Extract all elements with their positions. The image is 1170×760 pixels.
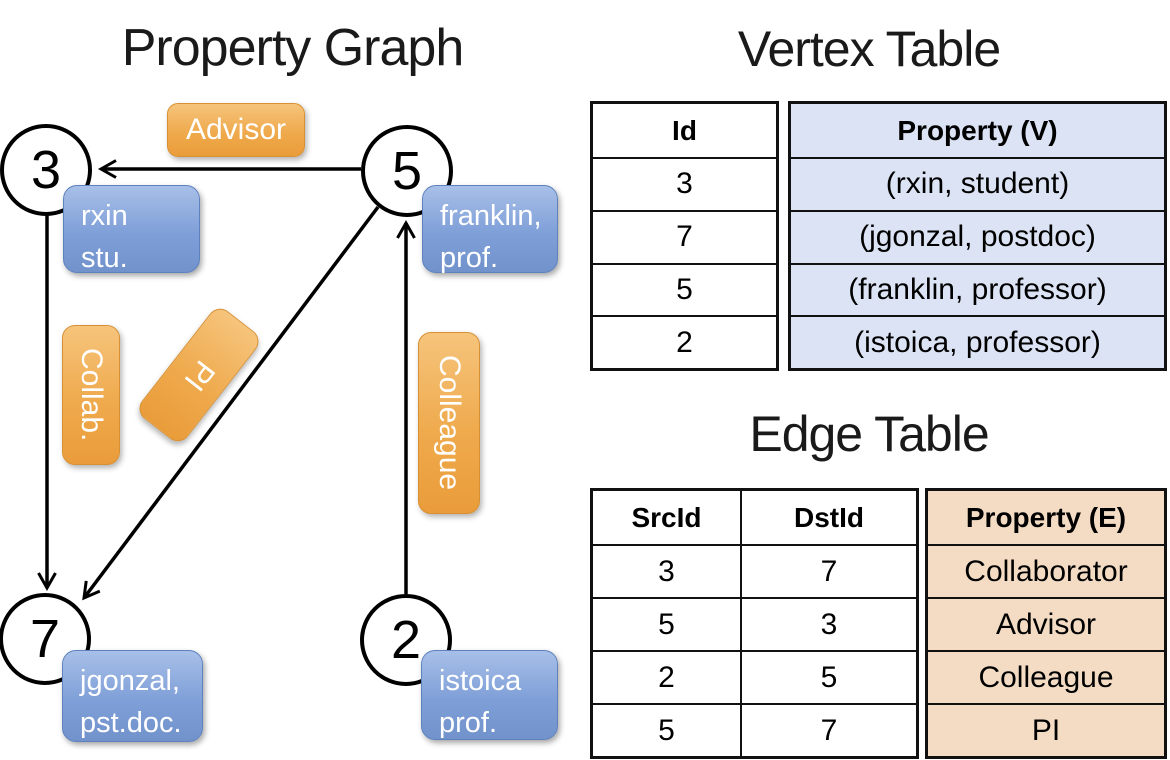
edge-table-srcid-header: SrcId — [593, 491, 742, 544]
vertex-table-property-header: Property (V) — [897, 114, 1058, 146]
graph-edges-canvas — [37, 159, 416, 601]
edge-table-src-cell: 2 — [593, 650, 742, 703]
vertex-table-title: Vertex Table — [737, 21, 1001, 77]
vertex-box-line1: jgonzal, — [80, 665, 180, 697]
edge-table-dst-cell: 3 — [742, 597, 916, 650]
vertex-box-line2: prof. — [439, 707, 498, 740]
graph-node-2: 2 — [360, 594, 452, 686]
vertex-table-id-cell: 2 — [593, 315, 776, 368]
vertex-table-property-cell: (istoica, professor) — [791, 315, 1164, 368]
edge-label-collab: Collab. — [62, 325, 120, 465]
node-id-label: 7 — [29, 609, 61, 669]
edge-table-property-cell: Colleague — [928, 650, 1164, 703]
vertex-property-box-jgonzal: jgonzal, pst.doc. — [62, 650, 203, 742]
edge-table-title: Edge Table — [749, 406, 989, 462]
vertex-table-property-column: Property (V) (rxin, student) (jgonzal, p… — [788, 101, 1167, 371]
vertex-box-line1: franklin, — [440, 200, 542, 232]
edge-label-advisor: Advisor — [167, 103, 305, 157]
edge-table-src-cell: 5 — [593, 597, 742, 650]
vertex-box-line2: pst.doc. — [80, 707, 182, 740]
graph-node-5: 5 — [361, 125, 453, 217]
edge-pi-5-to-7 — [82, 205, 380, 601]
edge-table-property-cell: Collaborator — [928, 544, 1164, 597]
vertex-box-line1: istoica — [439, 665, 522, 697]
edge-table-property-column: Property (E) Collaborator Advisor Collea… — [925, 488, 1167, 759]
property-graph-title: Property Graph — [121, 19, 465, 77]
node-id-label: 3 — [30, 140, 62, 200]
vertex-box-line1: rxin — [81, 200, 128, 232]
vertex-property-box-rxin: rxin stu. — [63, 185, 200, 274]
edge-label-colleague: Colleague — [418, 332, 480, 514]
vertex-property-box-franklin: franklin, prof. — [422, 185, 558, 274]
edge-table-property-cell: PI — [928, 703, 1164, 756]
vertex-table-id-cell: 3 — [593, 157, 776, 210]
edge-table-src-cell: 5 — [593, 703, 742, 756]
vertex-table-id-cell: 5 — [593, 262, 776, 316]
vertex-table-id-header: Id — [672, 114, 697, 146]
edge-table-dst-cell: 5 — [742, 650, 916, 703]
edge-table-dst-cell: 7 — [742, 544, 916, 597]
vertex-table-property-cell: (jgonzal, postdoc) — [791, 209, 1164, 263]
vertex-box-line2: stu. — [81, 242, 128, 275]
edge-table-dstid-header: DstId — [794, 501, 864, 533]
vertex-property-box-istoica: istoica prof. — [421, 650, 558, 740]
edge-table-property-cell: Advisor — [928, 597, 1164, 650]
node-id-label: 2 — [390, 610, 422, 670]
node-id-label: 5 — [391, 141, 423, 201]
edge-table-property-header: Property (E) — [965, 501, 1127, 533]
vertex-table-property-cell: (franklin, professor) — [791, 262, 1164, 316]
vertex-box-line2: prof. — [440, 242, 499, 275]
edge-table-src-dst-columns: SrcId DstId 3 7 5 3 2 5 5 7 — [590, 488, 919, 759]
edge-table-src-cell: 3 — [593, 544, 742, 597]
vertex-table-id-cell: 7 — [593, 209, 776, 263]
vertex-table-id-column: Id 3 7 5 2 — [590, 101, 779, 371]
edge-table-dst-cell: 7 — [742, 703, 916, 756]
vertex-table-property-cell: (rxin, student) — [791, 157, 1164, 210]
